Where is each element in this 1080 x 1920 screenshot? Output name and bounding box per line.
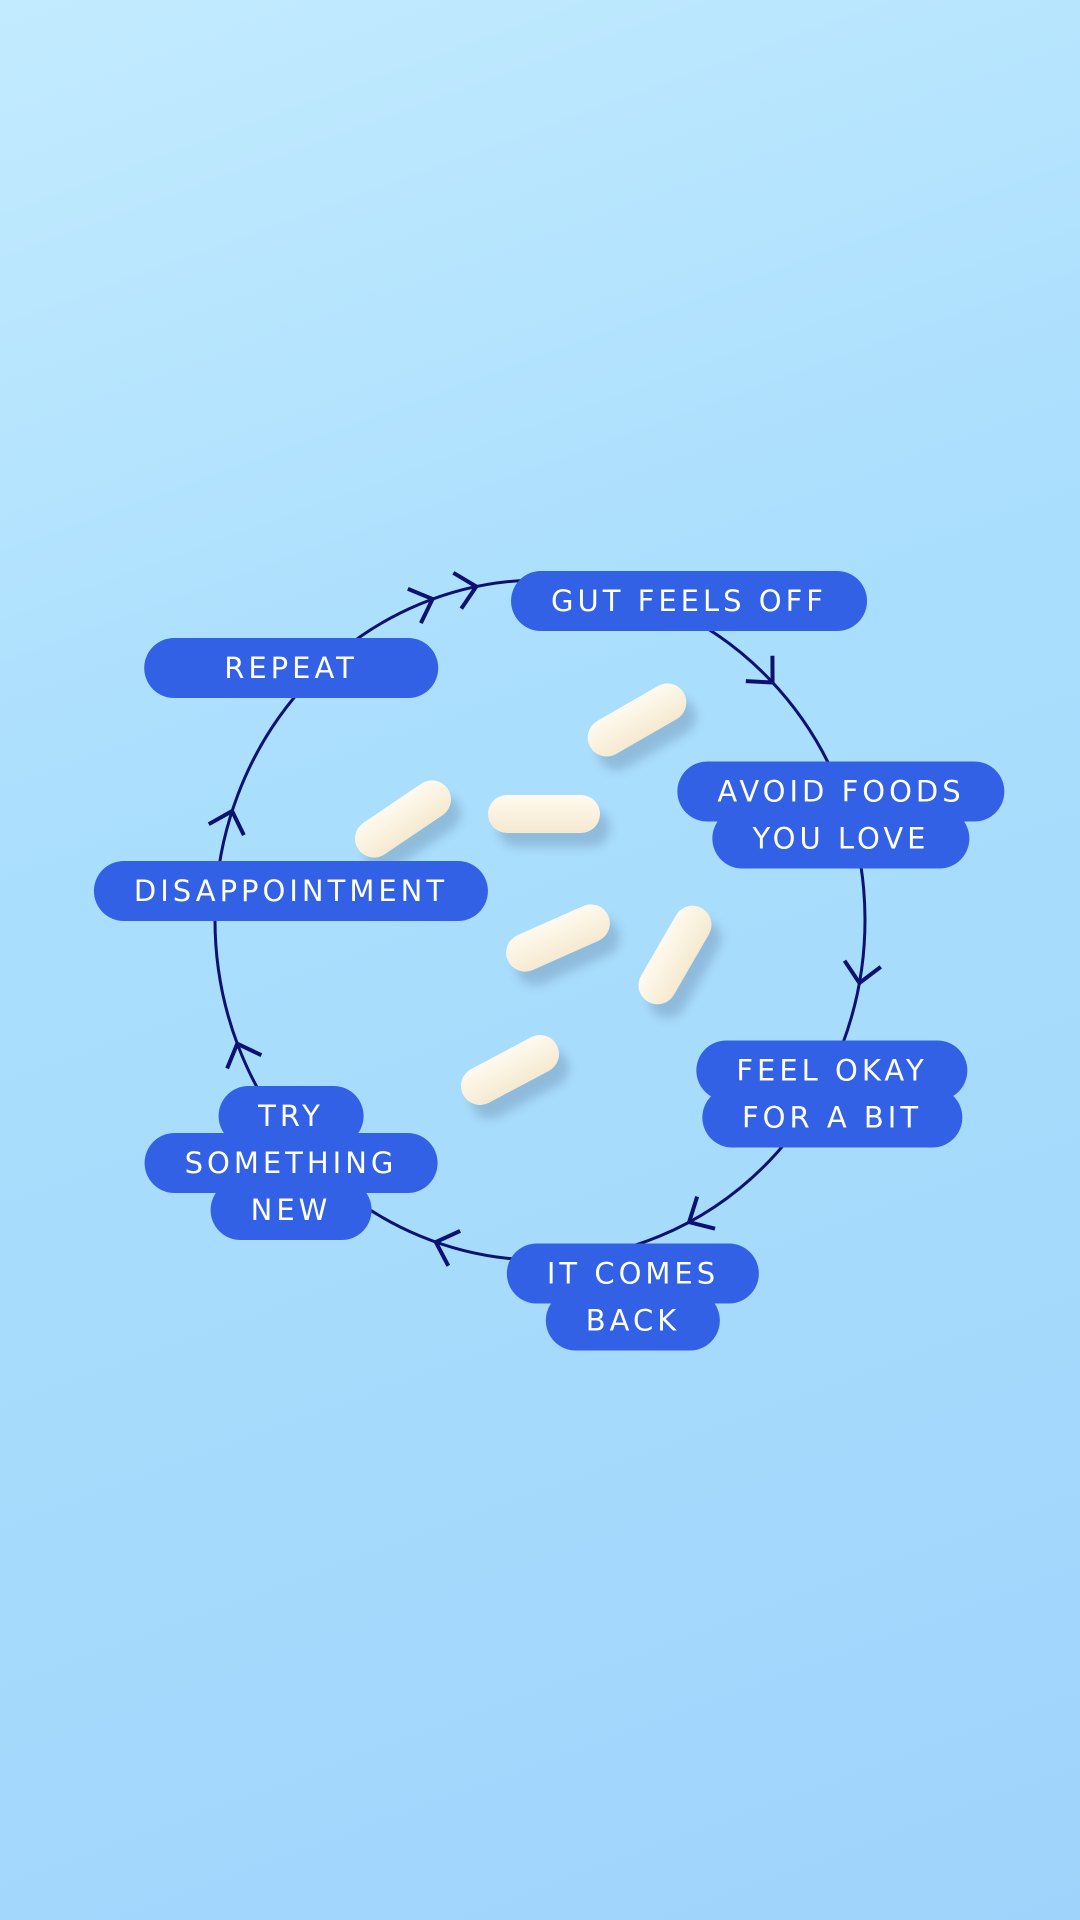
chevron-arrow-icon <box>207 808 246 836</box>
step-try-something-new: TRY SOMETHING NEW <box>144 1086 438 1240</box>
chevron-arrow-icon <box>407 586 436 625</box>
capsule-pill-icon <box>354 780 452 858</box>
step-repeat: REPEAT <box>144 638 438 698</box>
step-feel-okay-for-a-bit: FEEL OKAY FOR A BIT <box>696 1040 968 1148</box>
step-label-line: YOU LOVE <box>712 808 970 869</box>
step-disappointment: DISAPPOINTMENT <box>93 861 489 921</box>
chevron-arrow-icon <box>686 1196 716 1231</box>
step-gut-feels-off: GUT FEELS OFF <box>511 571 867 631</box>
chevron-arrow-icon <box>842 959 882 986</box>
chevron-arrow-icon <box>433 1229 461 1267</box>
chevron-arrow-icon <box>745 655 775 685</box>
step-label-line: BACK <box>545 1290 721 1351</box>
capsule-pill-icon <box>506 904 610 972</box>
step-label-line: DISAPPOINTMENT <box>93 861 489 921</box>
step-it-comes-back: IT COMES BACK <box>506 1243 760 1351</box>
step-avoid-foods-you-love: AVOID FOODS YOU LOVE <box>677 761 1005 869</box>
chevron-arrow-icon <box>225 1040 263 1070</box>
capsule-pill-icon <box>460 1035 560 1105</box>
chevron-arrow-icon <box>452 571 480 610</box>
capsule-pill-icon <box>638 905 712 1005</box>
step-label-line: NEW <box>210 1180 372 1240</box>
capsule-pill-icon <box>488 795 600 833</box>
step-label-line: FOR A BIT <box>701 1087 963 1148</box>
step-label-line: REPEAT <box>144 638 438 698</box>
step-label-line: GUT FEELS OFF <box>511 571 867 631</box>
capsule-pill-icon <box>587 683 687 757</box>
